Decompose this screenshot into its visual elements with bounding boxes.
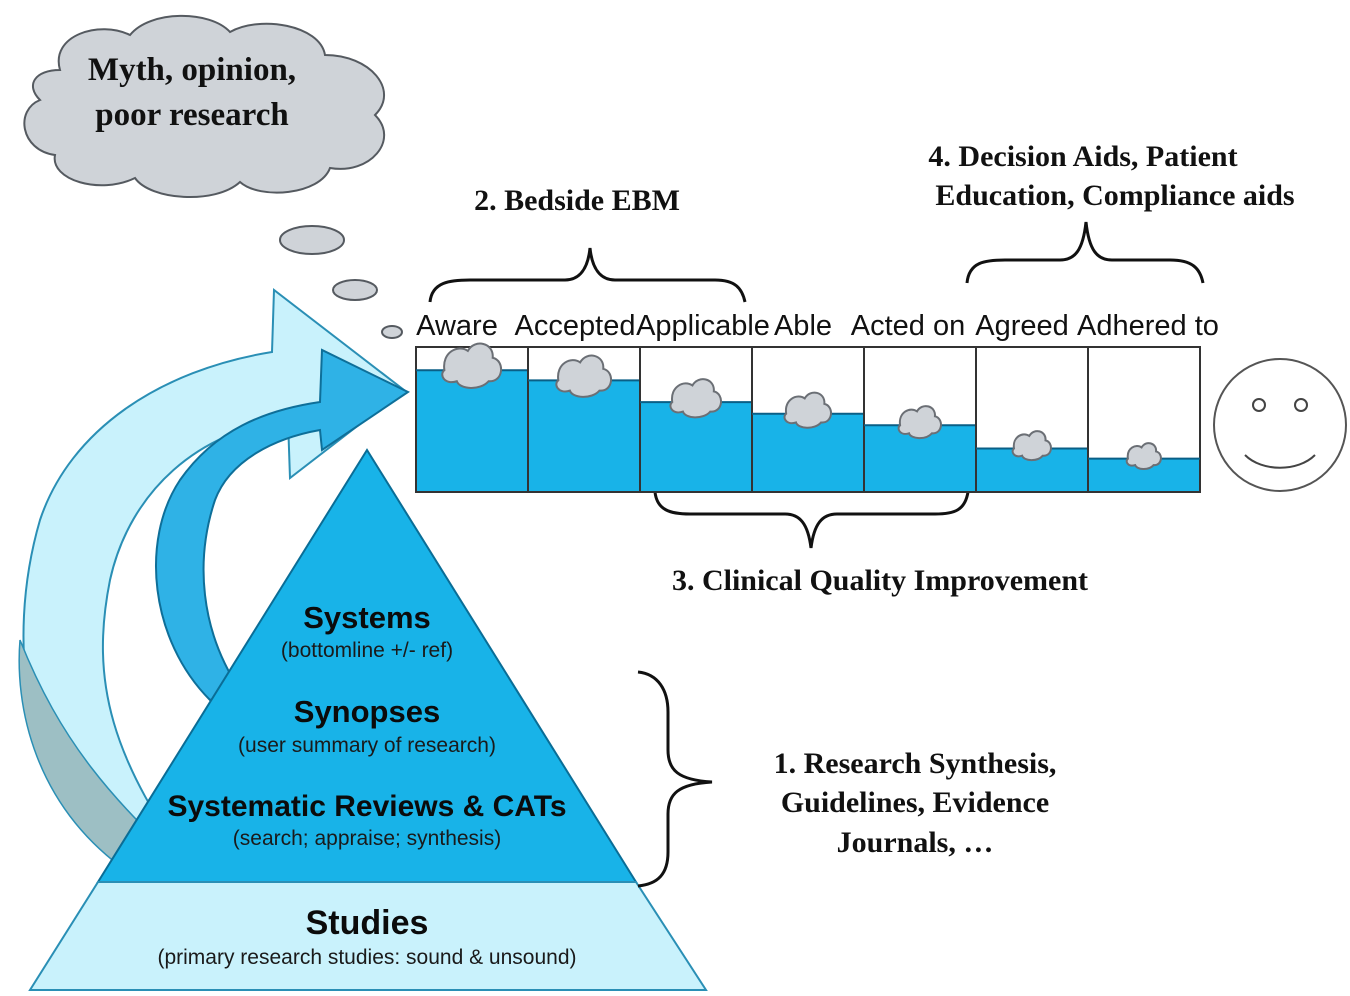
leak-cloud-icon [669,378,722,419]
research-synthesis-line2: Guidelines, Evidence [781,786,1049,819]
tank-water-1 [417,370,527,491]
decision-aids-heading-line1: 4. Decision Aids, Patient [928,140,1237,173]
leak-cloud-icon [441,342,502,389]
quality-brace [653,491,970,549]
leak-cloud-icon [555,354,612,398]
leak-cloud-icon [1011,430,1052,462]
step-label-2: Accepted [515,310,636,342]
leak-cloud-icon [897,405,942,440]
step-label-7: Adhered to [1077,310,1219,342]
tank-water-2 [529,380,639,491]
step-label-4: Able [774,310,832,342]
thought-cloud-icon [23,14,403,339]
step-label-3: Applicable [636,310,770,342]
research-synthesis-line3: Journals, … [837,826,994,859]
leak-cloud-icon [1125,442,1162,470]
cloud-text-line2: poor research [95,97,288,133]
pyramid-base-tier [28,881,708,991]
synthesis-brace [637,670,713,888]
decision-aids-brace [965,221,1205,284]
outer-curved-arrow [18,288,406,881]
step-label-1: Aware [416,310,498,342]
pyramid-reviews-subtitle: (search; appraise; synthesis) [233,827,501,850]
bedside-ebm-heading: 2. Bedside EBM [474,184,680,217]
pyramid-systems-subtitle: (bottomline +/- ref) [281,639,453,662]
pyramid-systems-title: Systems [303,600,431,635]
smiley-face-icon [1213,358,1347,492]
bedside-brace [428,247,747,303]
pyramid-synopses-title: Synopses [294,694,440,729]
leak-cloud-icon [783,391,832,429]
decision-aids-heading-line2: Education, Compliance aids [935,179,1294,212]
pyramid-studies-subtitle: (primary research studies: sound & unsou… [157,946,576,969]
evidence-pyramid [28,448,708,991]
pyramid-synopses-subtitle: (user summary of research) [238,734,496,757]
leaky-pipeline-tanks [415,342,1201,493]
research-synthesis-line1: 1. Research Synthesis, [774,747,1057,780]
cloud-text-line1: Myth, opinion, [88,52,296,88]
step-label-5: Acted on [851,310,965,342]
pyramid-reviews-title: Systematic Reviews & CATs [167,790,566,823]
inner-curved-arrow [155,348,410,702]
clinical-quality-heading: 3. Clinical Quality Improvement [672,564,1088,597]
pyramid-studies-title: Studies [306,904,429,942]
step-label-6: Agreed [975,310,1069,342]
